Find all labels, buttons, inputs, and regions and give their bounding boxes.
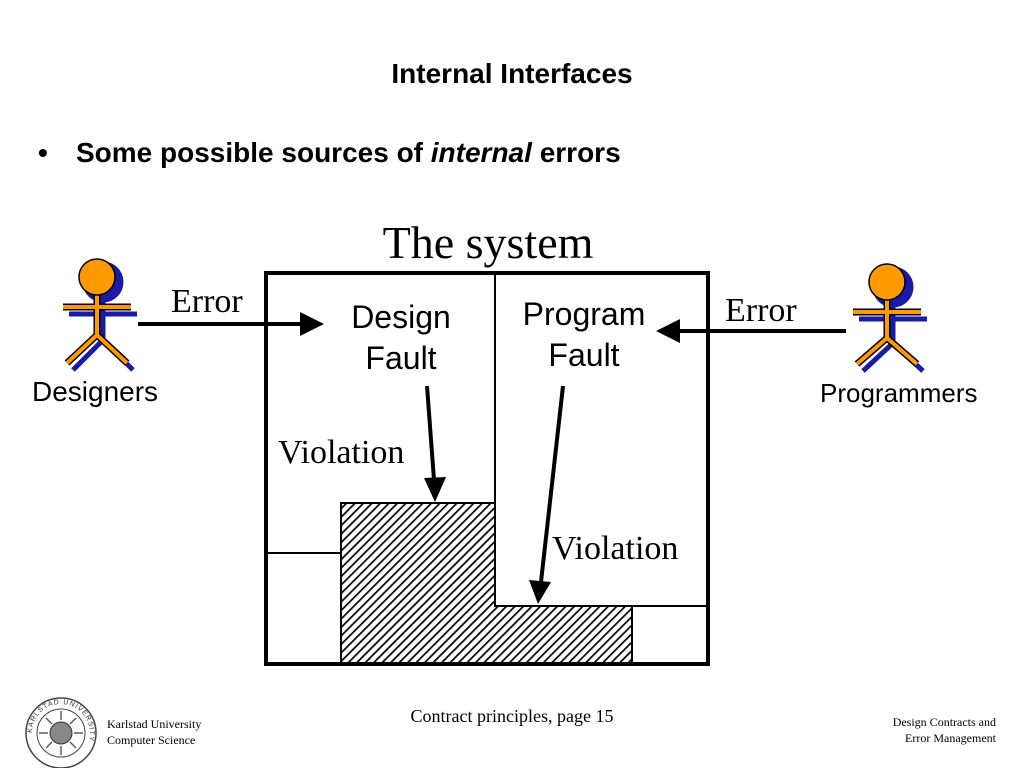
program-fault-label: Program Fault bbox=[500, 294, 668, 376]
design-fault-label: Design Fault bbox=[330, 297, 472, 379]
diagram-title: The system bbox=[382, 217, 594, 268]
violation-label-left: Violation bbox=[278, 434, 405, 471]
system-box bbox=[264, 271, 710, 666]
violation-region bbox=[340, 502, 633, 665]
bullet-text-end: errors bbox=[531, 137, 621, 168]
footer-course: Design Contracts and Error Management bbox=[776, 714, 996, 746]
programmers-label: Programmers bbox=[820, 378, 978, 408]
footer-university: Karlstad University bbox=[107, 717, 202, 731]
program-fault-line1: Program bbox=[522, 296, 646, 332]
footer-page-label: Contract principles, page 15 bbox=[410, 706, 614, 726]
left-error-label: Error bbox=[171, 283, 243, 320]
university-seal-icon: KARLSTAD UNIVERSITY bbox=[25, 697, 97, 768]
footer-department: Computer Science bbox=[107, 733, 196, 747]
designers-label: Designers bbox=[32, 376, 159, 407]
bullet-text-start: Some possible sources of bbox=[76, 137, 431, 168]
bullet-text-italic: internal bbox=[430, 137, 532, 168]
programmers-actor-icon bbox=[853, 263, 927, 373]
slide-title: Internal Interfaces bbox=[391, 58, 633, 89]
design-fault-line1: Design bbox=[351, 299, 451, 335]
footer-course-line1: Design Contracts and bbox=[892, 715, 996, 729]
right-error-arrow bbox=[656, 319, 846, 343]
left-error-arrow bbox=[138, 312, 324, 336]
footer-institution: Karlstad University Computer Science bbox=[107, 716, 201, 748]
right-error-label: Error bbox=[725, 292, 797, 329]
bullet-item: • Some possible sources of internal error… bbox=[38, 137, 621, 169]
footer-course-line2: Error Management bbox=[905, 731, 996, 745]
design-violation-arrow bbox=[424, 385, 446, 502]
design-fault-line2: Fault bbox=[365, 340, 437, 376]
designers-actor-icon bbox=[63, 258, 137, 372]
violation-label-right: Violation bbox=[552, 530, 679, 567]
program-fault-line2: Fault bbox=[548, 337, 620, 373]
program-violation-arrow bbox=[529, 385, 565, 604]
bullet-marker: • bbox=[38, 137, 48, 168]
